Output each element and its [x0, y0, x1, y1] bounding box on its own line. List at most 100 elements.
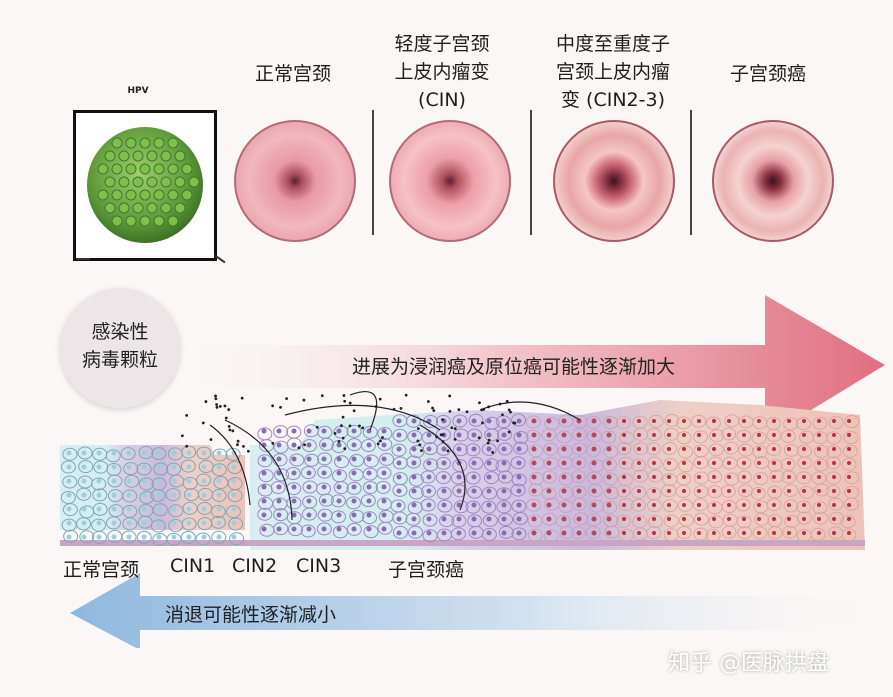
cell-nucleus	[637, 461, 641, 465]
cell-nucleus	[141, 520, 147, 526]
stage-label-cancer: 子宫颈癌	[729, 63, 806, 85]
tissue-cell	[422, 442, 438, 456]
cell-nucleus	[667, 503, 671, 507]
tissue-cell	[724, 472, 740, 486]
cell-nucleus	[712, 503, 716, 507]
cell-nucleus	[216, 492, 222, 498]
cell-nucleus	[321, 470, 327, 476]
cell-nucleus	[832, 419, 836, 423]
cell-nucleus	[426, 432, 432, 438]
cell-nucleus	[291, 484, 297, 490]
cell-nucleus	[231, 520, 237, 526]
virus-particle	[399, 407, 403, 410]
tissue-cell	[349, 509, 365, 523]
cell-nucleus	[366, 470, 372, 476]
cell-nucleus	[141, 534, 147, 540]
cell-nucleus	[81, 464, 87, 470]
cell-nucleus	[366, 526, 372, 532]
tissue-cell	[812, 501, 828, 515]
hpv-capsomere	[139, 163, 151, 175]
tissue-cell	[332, 525, 348, 539]
tissue-cell	[511, 473, 527, 487]
tissue-cell	[349, 453, 365, 467]
cell-nucleus	[817, 419, 821, 423]
tissue-cell	[813, 458, 829, 472]
tissue-cell	[453, 428, 469, 442]
hpv-capsomere	[153, 215, 165, 227]
stage-label-cin: 轻度子宫颈 上皮内瘤变 (CIN)	[394, 33, 490, 111]
virus-particle	[439, 433, 443, 437]
tissue-label-cancer: 子宫颈癌	[388, 559, 465, 581]
tissue-cell	[844, 414, 860, 428]
tissue-label-cin3: CIN3	[296, 555, 342, 577]
cell-nucleus	[772, 447, 776, 451]
cell-nucleus	[276, 484, 282, 490]
cell-nucleus	[81, 534, 87, 540]
tissue-cell	[528, 483, 544, 497]
regress-arrow	[70, 573, 870, 648]
cervix-cin-image	[389, 120, 511, 242]
virus-particle	[450, 426, 454, 430]
cell-nucleus	[832, 433, 836, 437]
hpv-capsomere	[125, 163, 137, 175]
tissue-cell	[168, 504, 184, 518]
tissue-cell	[498, 525, 514, 539]
virus-particle	[337, 440, 341, 443]
cell-nucleus	[652, 475, 656, 479]
tissue-cell	[211, 530, 227, 544]
tissue-cell	[391, 443, 407, 457]
cell-nucleus	[561, 418, 567, 424]
cell-nucleus	[817, 531, 821, 535]
cell-nucleus	[261, 456, 267, 462]
cell-nucleus	[486, 446, 492, 452]
cell-nucleus	[351, 526, 357, 532]
cell-nucleus	[126, 506, 132, 512]
tissue-cell	[513, 441, 529, 455]
cell-nucleus	[757, 517, 761, 521]
hpv-capsomere	[139, 189, 151, 201]
tissue-cell	[197, 501, 213, 515]
cell-nucleus	[291, 470, 297, 476]
tissue-cell	[319, 437, 335, 451]
cell-nucleus	[787, 503, 791, 507]
hpv-capsomere	[188, 176, 200, 188]
cell-nucleus	[66, 450, 72, 456]
cell-nucleus	[817, 517, 821, 521]
tissue-cell	[825, 484, 841, 498]
tissue-cell	[79, 530, 95, 544]
cell-nucleus	[321, 428, 327, 434]
tissue-cell	[420, 484, 436, 498]
cell-nucleus	[381, 428, 387, 434]
tissue-cell	[630, 498, 646, 512]
tissue-cell	[304, 453, 320, 467]
cell-nucleus	[772, 475, 776, 479]
tissue-cell	[705, 416, 721, 430]
cell-nucleus	[231, 478, 237, 484]
tissue-cell	[453, 500, 469, 514]
hpv-box	[73, 110, 217, 261]
cell-nucleus	[531, 446, 537, 452]
cell-nucleus	[96, 450, 102, 456]
tissue-cell	[452, 414, 468, 428]
cell-nucleus	[291, 512, 297, 518]
virus-particle	[227, 408, 231, 411]
cell-nucleus	[306, 512, 312, 518]
tissue-cell	[467, 485, 483, 499]
tissue-cell	[662, 499, 678, 513]
tissue-cell	[120, 447, 136, 461]
tissue-cell	[513, 430, 529, 444]
virus-particle	[341, 436, 345, 440]
cell-nucleus	[66, 520, 72, 526]
tissue-cell	[586, 513, 602, 527]
cell-nucleus	[426, 516, 432, 522]
tissue-cell	[225, 447, 241, 461]
tissue-cell	[811, 471, 827, 485]
tissue-cell	[346, 424, 362, 438]
tissue-cell	[392, 483, 408, 497]
tissue-cell	[227, 489, 243, 503]
tissue-cell	[258, 469, 274, 483]
virus-particle	[478, 401, 481, 405]
cell-nucleus	[682, 503, 686, 507]
cell-nucleus	[441, 446, 447, 452]
tissue-cell	[423, 458, 439, 472]
